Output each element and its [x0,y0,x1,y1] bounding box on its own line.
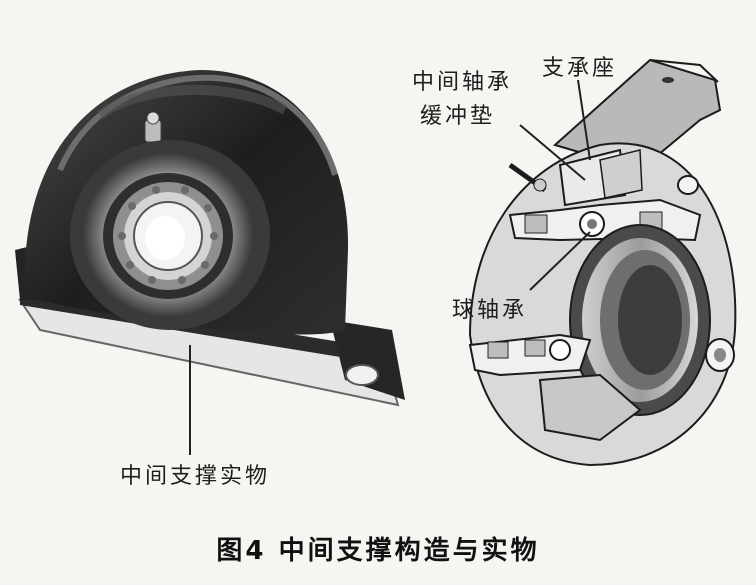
cutaway-diagram-illustration [468,58,737,467]
bearing-photo-illustration [15,70,405,455]
label-ball-bearing: 球轴承 [452,298,528,323]
figure-caption: 图4 中间支撑构造与实物 [216,536,540,566]
label-physical-support: 中间支撑实物 [120,464,271,489]
label-bearing-cushion-line2: 缓冲垫 [420,104,496,129]
label-bearing-cushion-line1: 中间轴承 [412,70,513,95]
label-support-seat: 支承座 [542,56,618,81]
